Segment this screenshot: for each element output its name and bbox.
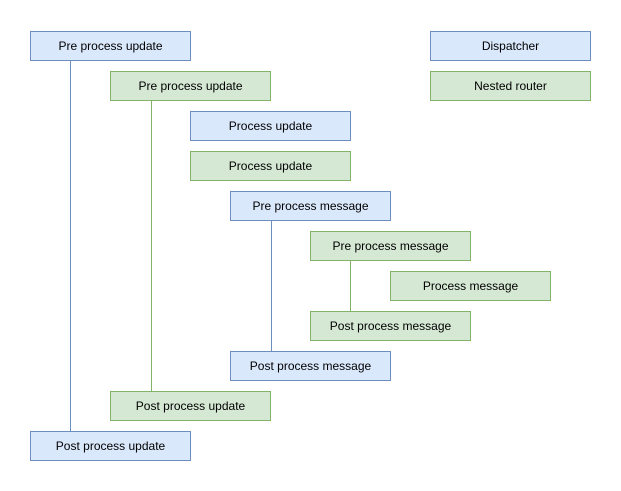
legend-nested-router: Nested router xyxy=(430,71,591,101)
node-process-update-nested-router: Process update xyxy=(190,151,351,181)
node-pre-process-update-dispatcher: Pre process update xyxy=(30,31,191,61)
connector-pre-to-post-process-update-dispatcher xyxy=(70,61,71,431)
node-post-process-message-dispatcher: Post process message xyxy=(230,351,391,381)
node-post-process-message-nested-router: Post process message xyxy=(310,311,471,341)
node-process-message-nested-router: Process message xyxy=(390,271,551,301)
connector-pre-to-post-process-message-nested-router xyxy=(350,261,351,311)
node-post-process-update-dispatcher: Post process update xyxy=(30,431,191,461)
node-pre-process-update-nested-router: Pre process update xyxy=(110,71,271,101)
node-post-process-update-nested-router: Post process update xyxy=(110,391,271,421)
connector-pre-to-post-process-message-dispatcher xyxy=(271,221,272,351)
node-pre-process-message-nested-router: Pre process message xyxy=(310,231,471,261)
legend-dispatcher: Dispatcher xyxy=(430,31,591,61)
node-pre-process-message-dispatcher: Pre process message xyxy=(230,191,391,221)
node-process-update-dispatcher: Process update xyxy=(190,111,351,141)
connector-pre-to-post-process-update-nested-router xyxy=(151,101,152,391)
